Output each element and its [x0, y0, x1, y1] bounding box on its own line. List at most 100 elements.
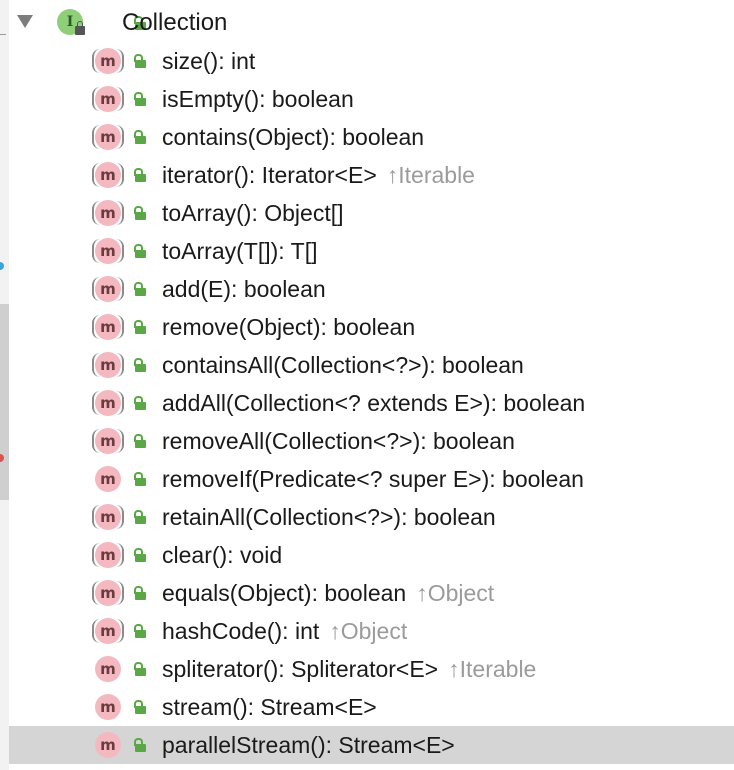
method-signature-text: toArray(): Object[] — [162, 200, 344, 226]
method-icon: m — [92, 542, 124, 568]
gutter-marker — [0, 34, 6, 35]
public-access-icon — [133, 662, 146, 676]
tree-item-method[interactable]: m remove(Object): boolean — [9, 308, 734, 346]
gutter-scroll-strip[interactable] — [0, 304, 9, 500]
public-access-icon — [133, 358, 146, 372]
public-access-icon — [133, 548, 146, 562]
method-signature: hashCode(): int ↑Object — [162, 618, 407, 644]
method-icon: m — [92, 276, 124, 302]
editor-gutter — [0, 0, 9, 770]
method-signature-text: containsAll(Collection<?>): boolean — [162, 352, 524, 378]
method-icon: m — [92, 162, 124, 188]
method-signature: isEmpty(): boolean — [162, 86, 354, 112]
method-signature-text: toArray(T[]): T[] — [162, 238, 318, 264]
method-icon: m — [92, 390, 124, 416]
expand-toggle-icon[interactable] — [17, 15, 33, 28]
method-signature: remove(Object): boolean — [162, 314, 415, 340]
tree-root-collection[interactable]: I Collection — [9, 4, 734, 42]
public-access-icon — [133, 434, 146, 448]
public-access-icon — [133, 396, 146, 410]
tree-item-method[interactable]: m equals(Object): boolean ↑Object — [9, 574, 734, 612]
method-signature-text: clear(): void — [162, 542, 283, 568]
public-access-icon — [133, 130, 146, 144]
public-access-icon — [133, 206, 146, 220]
method-signature-text: removeAll(Collection<?>): boolean — [162, 428, 515, 454]
method-icon: m — [92, 618, 124, 644]
public-access-icon — [133, 472, 146, 486]
method-icon: m — [92, 428, 124, 454]
method-signature: spliterator(): Spliterator<E> ↑Iterable — [162, 656, 536, 682]
tree-item-method[interactable]: m removeAll(Collection<?>): boolean — [9, 422, 734, 460]
tree-item-method[interactable]: m removeIf(Predicate<? super E>): boolean — [9, 460, 734, 498]
tree-item-method[interactable]: m toArray(): Object[] — [9, 194, 734, 232]
method-signature: size(): int — [162, 48, 255, 74]
inherited-from-label: ↑Iterable — [448, 656, 537, 682]
public-access-icon — [133, 586, 146, 600]
method-icon: m — [92, 86, 124, 112]
method-signature-text: size(): int — [162, 48, 256, 74]
tree-item-method[interactable]: m addAll(Collection<? extends E>): boolea… — [9, 384, 734, 422]
tree-item-method[interactable]: m iterator(): Iterator<E> ↑Iterable — [9, 156, 734, 194]
method-signature-text: isEmpty(): boolean — [162, 86, 354, 112]
method-signature: removeIf(Predicate<? super E>): boolean — [162, 466, 584, 492]
public-access-icon — [133, 92, 146, 106]
method-icon: m — [95, 694, 121, 720]
public-access-icon — [133, 16, 146, 30]
inherited-from-label: ↑Iterable — [386, 162, 475, 188]
method-signature: containsAll(Collection<?>): boolean — [162, 352, 524, 378]
method-signature: contains(Object): boolean — [162, 124, 424, 150]
tree-item-method[interactable]: m add(E): boolean — [9, 270, 734, 308]
tree-item-method[interactable]: m isEmpty(): boolean — [9, 80, 734, 118]
public-access-icon — [133, 624, 146, 638]
structure-tree: I Collection m size(): int m isEmpty(): boo… — [9, 0, 734, 770]
lock-icon — [75, 21, 85, 35]
inherited-from-label: ↑Object — [416, 580, 495, 606]
method-signature-text: hashCode(): int — [162, 618, 320, 644]
tree-item-method[interactable]: m size(): int — [9, 42, 734, 80]
method-signature: toArray(T[]): T[] — [162, 238, 317, 264]
method-icon: m — [92, 314, 124, 340]
gutter-error-icon[interactable] — [0, 454, 4, 462]
method-signature-text: add(E): boolean — [162, 276, 326, 302]
method-icon: m — [92, 48, 124, 74]
public-access-icon — [133, 54, 146, 68]
method-signature-text: remove(Object): boolean — [162, 314, 416, 340]
method-signature-text: equals(Object): boolean — [162, 580, 407, 606]
method-signature: parallelStream(): Stream<E> — [162, 732, 455, 758]
tree-item-method[interactable]: m spliterator(): Spliterator<E> ↑Iterable — [9, 650, 734, 688]
method-icon: m — [92, 352, 124, 378]
method-signature: addAll(Collection<? extends E>): boolean — [162, 390, 585, 416]
gutter-breakpoint-icon[interactable] — [0, 262, 4, 270]
method-signature-text: removeIf(Predicate<? super E>): boolean — [162, 466, 584, 492]
public-access-icon — [133, 282, 146, 296]
method-signature-text: contains(Object): boolean — [162, 124, 425, 150]
method-signature: clear(): void — [162, 542, 282, 568]
method-signature: equals(Object): boolean ↑Object — [162, 580, 494, 606]
method-icon: m — [92, 580, 124, 606]
method-signature: stream(): Stream<E> — [162, 694, 377, 720]
inherited-from-label: ↑Object — [329, 618, 408, 644]
method-signature-text: stream(): Stream<E> — [162, 694, 377, 720]
tree-root-label: Collection — [122, 9, 228, 36]
method-signature: add(E): boolean — [162, 276, 326, 302]
method-signature: removeAll(Collection<?>): boolean — [162, 428, 515, 454]
method-signature-text: spliterator(): Spliterator<E> — [162, 656, 439, 682]
method-signature: retainAll(Collection<?>): boolean — [162, 504, 496, 530]
tree-item-method[interactable]: m hashCode(): int ↑Object — [9, 612, 734, 650]
tree-item-method[interactable]: m containsAll(Collection<?>): boolean — [9, 346, 734, 384]
method-icon: m — [92, 238, 124, 264]
method-signature-text: iterator(): Iterator<E> — [162, 162, 377, 188]
tree-item-method[interactable]: m toArray(T[]): T[] — [9, 232, 734, 270]
tree-item-method[interactable]: m stream(): Stream<E> — [9, 688, 734, 726]
method-icon: m — [95, 466, 121, 492]
method-icon: m — [95, 656, 121, 682]
method-signature: toArray(): Object[] — [162, 200, 343, 226]
method-signature: iterator(): Iterator<E> ↑Iterable — [162, 162, 475, 188]
method-icon: m — [92, 200, 124, 226]
tree-item-method[interactable]: m clear(): void — [9, 536, 734, 574]
public-access-icon — [133, 168, 146, 182]
